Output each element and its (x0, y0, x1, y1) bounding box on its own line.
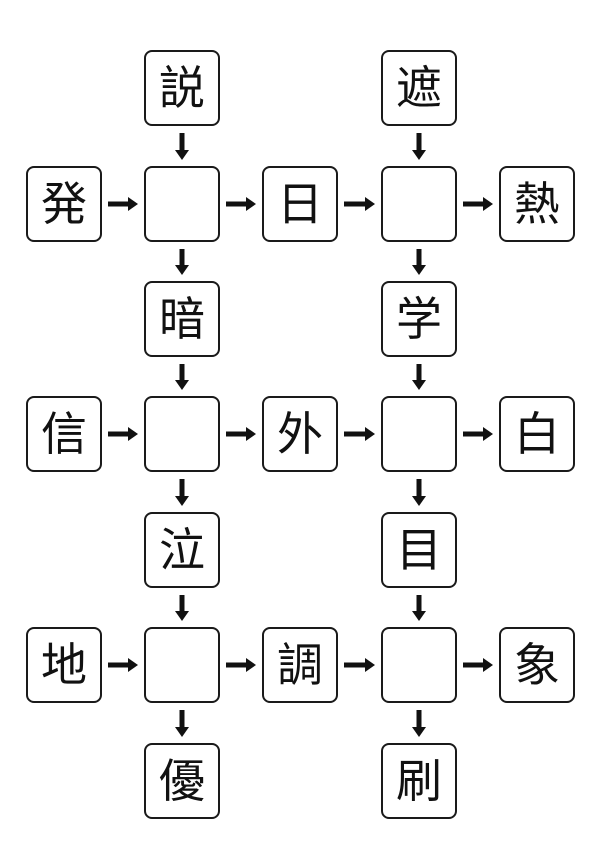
arrow-down-icon (175, 249, 189, 275)
arrow-down-icon (412, 710, 426, 737)
arrow-right-icon (344, 427, 375, 441)
arrow-right-icon (226, 427, 256, 441)
kanji-box: 信 (26, 396, 102, 472)
arrow-right-icon (344, 197, 375, 211)
kanji-box: 発 (26, 166, 102, 242)
kanji-text: 泣 (159, 523, 205, 577)
kanji-text: 説 (159, 61, 205, 115)
answer-box[interactable] (144, 166, 220, 242)
kanji-box: 学 (381, 281, 457, 357)
kanji-box: 説 (144, 50, 220, 126)
arrow-right-icon (344, 658, 375, 672)
arrow-down-icon (412, 595, 426, 621)
kanji-text: 優 (159, 754, 205, 808)
kanji-box: 象 (499, 627, 575, 703)
kanji-box: 目 (381, 512, 457, 588)
arrow-right-icon (463, 197, 493, 211)
arrow-down-icon (175, 479, 189, 506)
arrow-down-icon (175, 364, 189, 390)
arrow-right-icon (108, 427, 138, 441)
arrow-right-icon (226, 658, 256, 672)
kanji-box: 白 (499, 396, 575, 472)
kanji-text: 暗 (159, 292, 205, 346)
kanji-box: 優 (144, 743, 220, 819)
kanji-box: 暗 (144, 281, 220, 357)
kanji-box: 熱 (499, 166, 575, 242)
kanji-text: 外 (277, 407, 323, 461)
kanji-text: 発 (41, 177, 87, 231)
kanji-text: 白 (514, 407, 560, 461)
kanji-text: 遮 (396, 61, 442, 115)
arrow-right-icon (108, 197, 138, 211)
kanji-box: 地 (26, 627, 102, 703)
kanji-box: 泣 (144, 512, 220, 588)
arrow-down-icon (412, 133, 426, 160)
answer-box[interactable] (381, 396, 457, 472)
arrow-right-icon (463, 427, 493, 441)
kanji-text: 熱 (514, 177, 560, 231)
arrow-right-icon (226, 197, 256, 211)
kanji-text: 調 (277, 638, 323, 692)
answer-box[interactable] (144, 396, 220, 472)
kanji-text: 日 (277, 177, 323, 231)
arrow-down-icon (412, 479, 426, 506)
kanji-text: 象 (514, 638, 560, 692)
answer-box[interactable] (381, 627, 457, 703)
arrow-down-icon (412, 364, 426, 390)
kanji-box: 日 (262, 166, 338, 242)
arrow-down-icon (175, 133, 189, 160)
answer-box[interactable] (381, 166, 457, 242)
kanji-text: 目 (396, 523, 442, 577)
kanji-text: 地 (41, 638, 87, 692)
arrow-down-icon (412, 249, 426, 275)
kanji-text: 刷 (396, 754, 442, 808)
arrow-right-icon (108, 658, 138, 672)
arrow-down-icon (175, 710, 189, 737)
kanji-box: 外 (262, 396, 338, 472)
kanji-text: 信 (41, 407, 87, 461)
kanji-box: 調 (262, 627, 338, 703)
kanji-box: 刷 (381, 743, 457, 819)
kanji-text: 学 (396, 292, 442, 346)
kanji-box: 遮 (381, 50, 457, 126)
answer-box[interactable] (144, 627, 220, 703)
arrow-right-icon (463, 658, 493, 672)
arrow-down-icon (175, 595, 189, 621)
